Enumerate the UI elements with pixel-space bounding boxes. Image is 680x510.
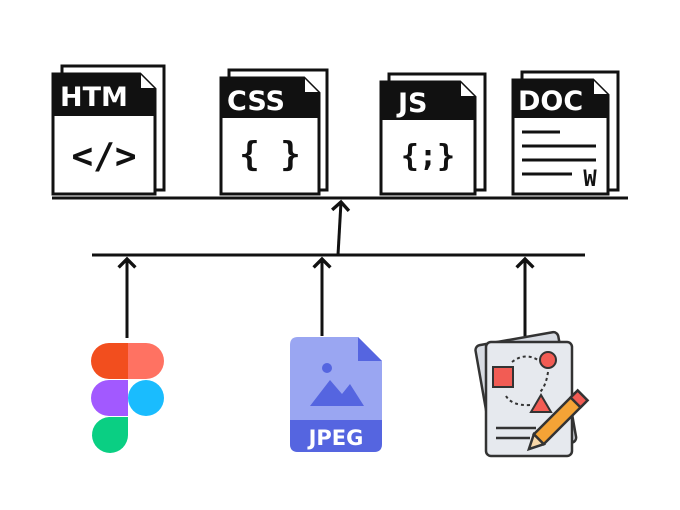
css-file-symbol: { } [239,135,300,175]
html-file-icon: HTM </> [51,64,166,196]
css-file-icon: CSS { } [219,68,329,196]
design-plan-icon [474,330,590,458]
js-file-icon: JS {;} [379,72,487,196]
doc-file-label: DOC [518,86,583,117]
html-file-label: HTM [60,82,128,113]
jpeg-label: JPEG [307,426,364,450]
doc-file-icon: DOC W [511,70,620,196]
js-file-symbol: {;} [401,139,455,174]
merge-arrow [331,199,351,256]
html-file-symbol: </> [71,136,136,177]
jpeg-file-icon: JPEG [290,337,382,452]
figma-logo-icon [91,343,164,453]
doc-file-symbol: W [583,167,597,192]
js-file-label: JS [396,88,428,119]
css-file-label: CSS [227,86,285,117]
